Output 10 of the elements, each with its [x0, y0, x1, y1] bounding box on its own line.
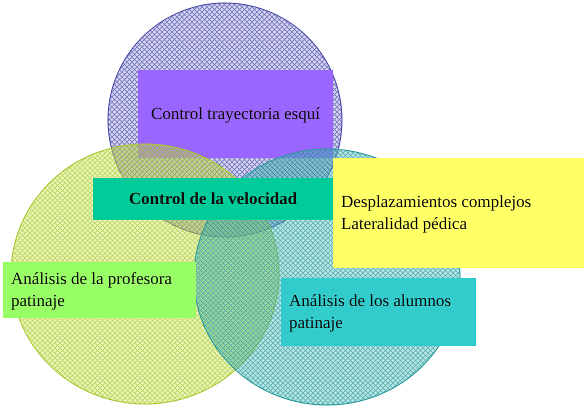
- label-panel: [93, 178, 333, 220]
- label-panel: [281, 278, 476, 346]
- label-text: Control trayectoria esquí: [150, 103, 321, 125]
- label-text: Desplazamientos complejos: [341, 191, 532, 213]
- label-text: Análisis de los alumnos patinaje: [289, 290, 452, 334]
- label-text: Lateralidad pédica: [341, 213, 468, 235]
- label-text: Control de la velocidad: [128, 188, 298, 210]
- label-panel: [138, 70, 333, 158]
- label-text: Análisis de la profesora patinaje: [11, 268, 173, 312]
- label-panel: [333, 158, 584, 268]
